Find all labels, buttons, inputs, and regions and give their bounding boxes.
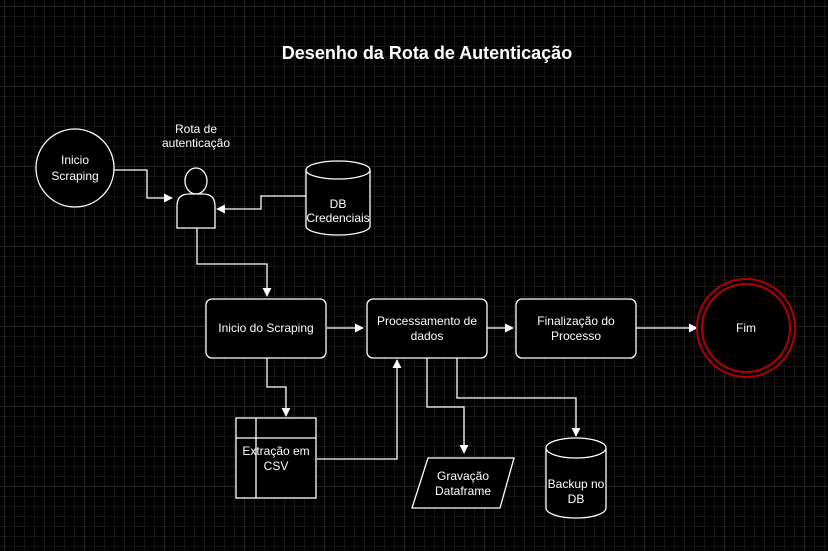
node-inicio-scraping[interactable]: Inicio Scraping xyxy=(35,128,115,208)
node-inicio-scraping-label-line2: Scraping xyxy=(51,169,98,183)
node-inicio-do-scraping[interactable]: Inicio do Scraping xyxy=(205,298,327,359)
node-rota-autenticacao[interactable]: Rota de autenticação xyxy=(162,122,230,229)
node-gravacao-dataframe[interactable]: Gravação Dataframe xyxy=(411,457,515,509)
node-fim[interactable]: Fim xyxy=(696,278,796,378)
node-processamento-label-line1: Processamento de xyxy=(377,314,477,328)
diagram-title: Desenho da Rota de Autenticação xyxy=(282,43,572,63)
user-body-icon xyxy=(176,193,216,229)
node-backup-db[interactable]: Backup no DB xyxy=(545,437,607,519)
node-db-label-line1: DB xyxy=(330,197,347,211)
edge-extracao-to-processamento xyxy=(317,359,402,460)
node-inicio-scraping-label-line1: Inicio xyxy=(61,153,89,167)
edge-rota-to-inicio-scraping xyxy=(196,228,272,297)
user-head-icon xyxy=(184,167,208,195)
node-gravacao-label-line2: Dataframe xyxy=(435,484,491,498)
edge-scraping-to-extracao xyxy=(266,358,291,417)
node-processamento-label-line2: dados xyxy=(411,329,444,343)
edge-processamento-to-backup xyxy=(456,358,581,437)
node-inicio-do-scraping-label: Inicio do Scraping xyxy=(218,321,313,335)
node-processamento[interactable]: Processamento de dados xyxy=(366,298,488,359)
node-rota-label-line2: autenticação xyxy=(162,136,230,150)
edge-processamento-to-gravacao xyxy=(426,358,469,454)
node-gravacao-label-line1: Gravação xyxy=(437,469,489,483)
node-fim-label: Fim xyxy=(736,321,756,335)
node-finalizacao[interactable]: Finalização do Processo xyxy=(515,298,637,359)
node-extracao-csv[interactable]: Extração em CSV xyxy=(235,417,317,499)
node-backup-label-line1: Backup no xyxy=(548,477,605,491)
node-db-label-line2: Credenciais xyxy=(306,211,369,225)
node-finalizacao-label-line2: Processo xyxy=(551,329,601,343)
node-backup-label-line2: DB xyxy=(568,492,585,506)
node-extracao-label-line2: CSV xyxy=(264,459,289,473)
node-finalizacao-label-line1: Finalização do xyxy=(537,314,615,328)
node-rota-label-line1: Rota de xyxy=(175,122,217,136)
edge-inicio-to-rota xyxy=(114,169,173,203)
node-extracao-label-line1: Extração em xyxy=(242,444,309,458)
edge-db-to-rota xyxy=(216,195,306,214)
node-db-credenciais[interactable]: DB Credenciais xyxy=(305,160,371,236)
